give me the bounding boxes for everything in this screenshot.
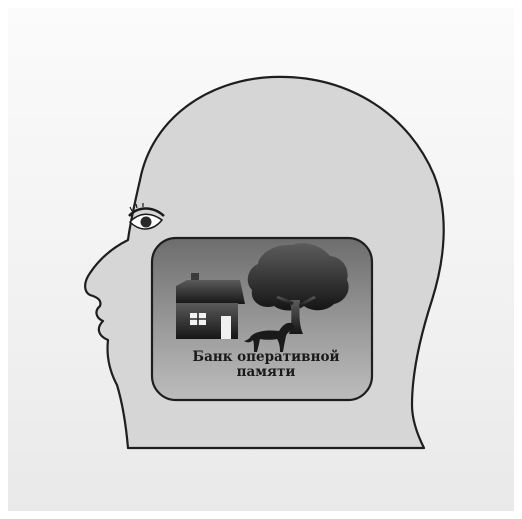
house-icon	[176, 273, 245, 339]
memory-bank-caption: Банк оперативной памяти	[168, 350, 364, 380]
caption-line-2: памяти	[168, 365, 364, 380]
caption-line-1: Банк оперативной	[168, 350, 364, 365]
